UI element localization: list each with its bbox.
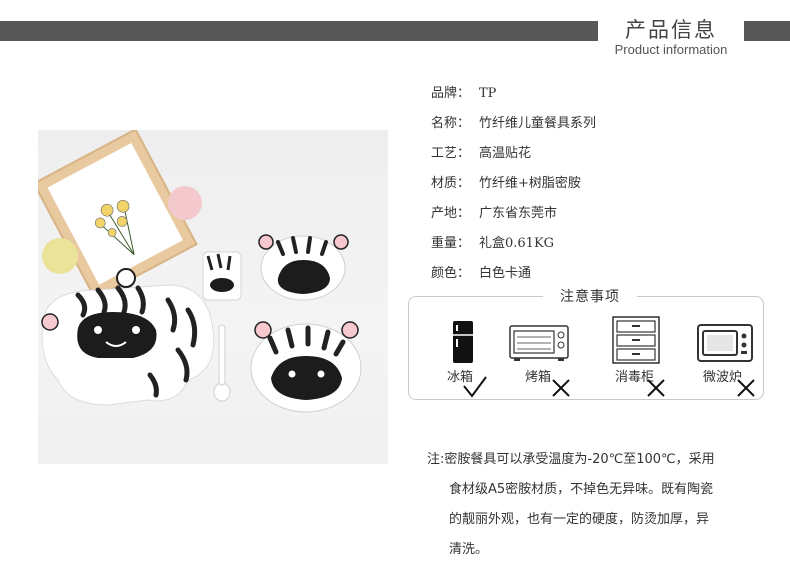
- zebra-bowl-small: [258, 234, 349, 301]
- appliance-label-sterilizer: 消毒柜: [615, 370, 655, 385]
- zebra-cup: [202, 251, 242, 301]
- spec-value: 高温贴花: [479, 146, 532, 161]
- sterilizer-cabinet-icon: [612, 316, 660, 364]
- cross-icon: [552, 379, 570, 397]
- yellow-ball: [42, 238, 78, 274]
- usage-note: 注:密胺餐具可以承受温度为-20℃至100℃，采用 食材级A5密胺材质，不掉色无…: [427, 445, 757, 565]
- spoon: [213, 324, 231, 402]
- spec-label: 重量：: [431, 236, 471, 251]
- spec-label: 颜色：: [431, 266, 471, 281]
- note-line: 清洗。: [449, 542, 489, 557]
- header-bar-right: [744, 21, 790, 41]
- spec-row-name: 名称： 竹纤维儿童餐具系列: [431, 112, 596, 131]
- spec-label: 名称：: [431, 116, 471, 131]
- spec-value: 竹纤维儿童餐具系列: [479, 116, 597, 131]
- spec-row-material: 材质： 竹纤维+树脂密胺: [431, 172, 581, 191]
- appliance-label-oven: 烤箱: [525, 370, 552, 385]
- spec-value: 广东省东莞市: [479, 206, 558, 221]
- note-line: 食材级A5密胺材质，不掉色无异味。既有陶瓷: [449, 482, 714, 497]
- product-photo: [38, 130, 388, 464]
- spec-value: 竹纤维+树脂密胺: [479, 176, 581, 191]
- spec-row-brand: 品牌： TP: [431, 82, 496, 101]
- spec-label: 品牌：: [431, 86, 471, 101]
- spec-row-weight: 重量： 礼盒0.61KG: [431, 232, 554, 251]
- spec-label: 工艺：: [431, 146, 471, 161]
- product-photo-illustration: [38, 130, 362, 413]
- check-icon: [463, 376, 487, 398]
- section-title: 产品信息: [625, 18, 717, 42]
- cross-icon: [647, 379, 665, 397]
- zebra-bowl-large: [250, 321, 362, 413]
- header-bar-left: [0, 21, 598, 41]
- oven-icon: [509, 325, 569, 361]
- spec-row-color: 颜色： 白色卡通: [431, 262, 531, 281]
- pink-ball: [168, 186, 202, 220]
- spec-value: 礼盒0.61KG: [479, 236, 555, 251]
- appliance-label-fridge: 冰箱: [447, 370, 474, 385]
- spec-value: 白色卡通: [479, 266, 532, 281]
- cross-icon: [737, 379, 755, 397]
- appliance-label-microwave: 微波炉: [703, 370, 743, 385]
- fridge-icon: [453, 321, 473, 363]
- caution-title: 注意事项: [543, 286, 637, 306]
- note-line: 注:密胺餐具可以承受温度为-20℃至100℃，采用: [427, 452, 715, 467]
- spec-label: 材质：: [431, 176, 471, 191]
- zebra-plate-large: [41, 268, 215, 406]
- microwave-icon: [697, 324, 753, 362]
- spec-row-craft: 工艺： 高温贴花: [431, 142, 531, 161]
- spec-label: 产地：: [431, 206, 471, 221]
- spec-value: TP: [479, 86, 497, 101]
- section-subtitle: Product information: [614, 42, 728, 57]
- spec-row-origin: 产地： 广东省东莞市: [431, 202, 557, 221]
- note-line: 的靓丽外观，也有一定的硬度，防烫加厚，异: [449, 512, 710, 527]
